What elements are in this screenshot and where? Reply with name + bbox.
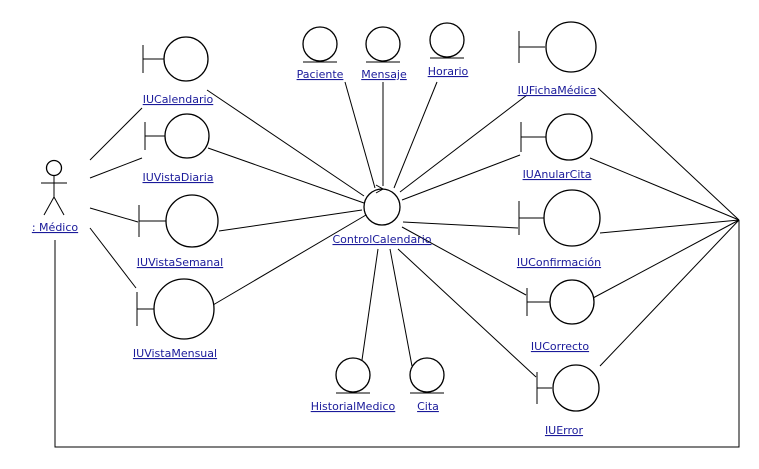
link-iufichamedica-hub [597,87,740,221]
link-actor-iuvistasemanal [89,207,139,223]
entity-historialmedico: HistorialMedico [311,357,396,413]
boundary-iuconfirmacion-label: IUConfirmación [517,256,601,269]
actor-label: : Médico [32,221,79,234]
control-controlcalendario: ControlCalendario [332,184,432,246]
link-actor-iucalendario [89,107,143,161]
boundary-iuerror-label: IUError [545,424,584,437]
link-iuvistasemanal-control [218,209,363,232]
actor-head [45,159,63,177]
boundary-iuvistasemanal-label: IUVistaSemanal [137,256,223,269]
link-iuerror-hub [599,219,740,367]
boundary-iufichamedica: IUFichaMédica [518,21,597,97]
entity-mensaje-label: Mensaje [361,68,407,81]
entity-cita-label: Cita [417,400,439,413]
entity-paciente: Paciente [297,26,344,81]
link-iuconfirmacion-hub [599,219,740,234]
control-arrow-icon [375,184,385,194]
boundary-iufichamedica-label: IUFichaMédica [518,84,597,97]
boundary-iuvistamensual-label: IUVistaMensual [133,347,217,360]
control-label: ControlCalendario [332,233,431,246]
boundary-iuvistamensual: IUVistaMensual [133,278,217,360]
boundary-iuconfirmacion: IUConfirmación [517,189,601,269]
boundary-iuvistadiaria-label: IUVistaDiaria [142,171,213,184]
link-control-iufichamedica [399,94,528,193]
entity-mensaje: Mensaje [361,26,407,81]
actor-leg-left [43,196,55,216]
boundary-iucalendario-label: IUCalendario [143,93,214,106]
boundary-iuanularcita-label: IUAnularCita [523,168,592,181]
boundary-iucorrecto-label: IUCorrecto [531,340,589,353]
entity-horario-label: Horario [428,65,469,78]
actor-medico: : Médico [32,159,79,234]
link-actor-iuvistadiaria [89,157,143,179]
link-iucalendario-control [206,89,365,197]
link-horario-control [393,81,438,189]
link-control-iuerror [397,248,537,378]
link-cita-control [389,248,413,367]
actor-leg-right [53,196,65,216]
entity-historialmedico-label: HistorialMedico [311,400,396,413]
boundary-iuvistadiaria: IUVistaDiaria [142,113,214,184]
entity-paciente-label: Paciente [297,68,344,81]
boundary-iucalendario: IUCalendario [142,36,214,106]
link-iucorrecto-hub [592,219,740,299]
entity-horario: Horario [428,22,469,78]
boundary-iucorrecto: IUCorrecto [526,279,595,353]
link-iuvistadiaria-control [207,147,365,204]
link-control-iuconfirmacion [402,221,519,229]
boundary-iuanularcita: IUAnularCita [520,113,593,181]
entity-cita: Cita [409,357,445,413]
link-control-iuanularcita [401,154,521,201]
link-historial-control [361,248,379,361]
boundary-iuvistasemanal: IUVistaSemanal [137,194,223,269]
link-iuanularcita-hub [589,157,740,221]
connection-lines [54,81,740,448]
link-iuvistamensual-control [212,214,367,306]
link-paciente-control [344,81,376,189]
link-hub-actor-return [54,220,740,448]
link-control-iucorrecto [401,226,527,296]
boundary-iuerror: IUError [536,364,600,437]
link-actor-iuvistamensual [89,227,137,289]
